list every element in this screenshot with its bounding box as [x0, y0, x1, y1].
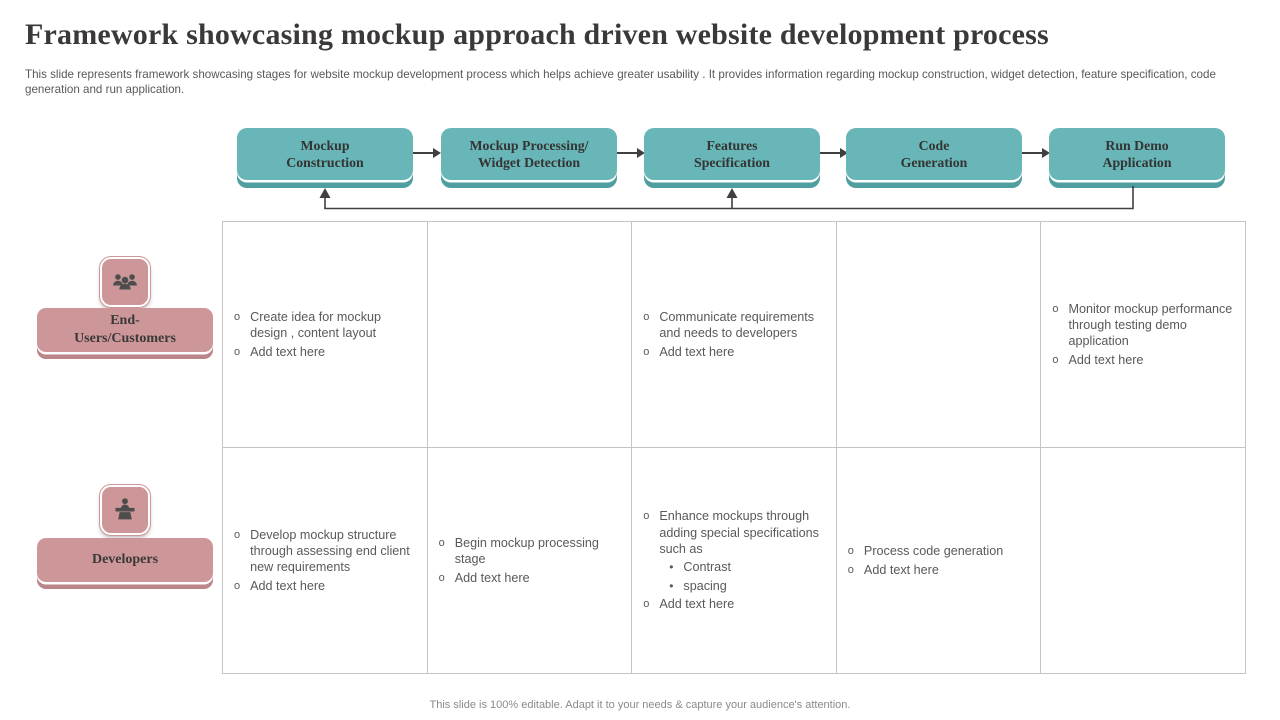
bullet-item: o Monitor mockup performance through test… [1052, 301, 1235, 350]
bullet-marker: o [234, 528, 241, 541]
flow-arrow-icon [1022, 148, 1050, 158]
bullet-marker: o [643, 598, 650, 611]
bullet-item: o Communicate requirements and needs to d… [643, 309, 826, 342]
sub-bullet-text: spacing [683, 578, 727, 593]
bullet-item: o Add text here [1052, 352, 1235, 369]
bullet-item: o Add text here [234, 578, 417, 595]
bullet-marker: o [438, 536, 445, 549]
bullet-marker: o [1052, 302, 1059, 315]
bullet-marker: o [1052, 353, 1059, 366]
page-title: Framework showcasing mockup approach dri… [25, 18, 1049, 51]
matrix-cell-r1-c4 [835, 221, 1041, 447]
bullet-text: Begin mockup processing stage [454, 535, 599, 567]
bullet-text: Create idea for mockup design , content … [250, 309, 382, 341]
stage-box-5: Run Demo Application [1049, 128, 1225, 180]
bullet-text: Add text here [1068, 352, 1144, 367]
sub-bullet-item: • Contrast [669, 559, 826, 575]
bullet-item: o Add text here [643, 344, 826, 361]
matrix-cell-r1-c1: o Create idea for mockup design , content… [222, 221, 427, 447]
bullet-marker: o [438, 571, 445, 584]
slide-description: This slide represents framework showcasi… [25, 68, 1216, 96]
bullet-marker: o [234, 310, 241, 323]
bullet-item: o Process code generation [848, 543, 1003, 560]
flow-arrow-icon [820, 148, 848, 158]
bullet-text: Process code generation [863, 544, 1004, 558]
bullet-text: Add text here [863, 562, 939, 577]
bullet-text: Add text here [659, 597, 735, 612]
bullet-item: o Add text here [848, 562, 1003, 579]
bullet-marker: o [643, 510, 650, 523]
bullet-text: Add text here [454, 570, 530, 585]
matrix-cell-r2-c5 [1040, 447, 1245, 673]
bullet-marker: o [643, 345, 650, 358]
bullet-text: Enhance mockups through adding special s… [659, 509, 819, 557]
bullet-text: Monitor mockup performance through testi… [1068, 301, 1233, 349]
bullet-text: Add text here [250, 344, 326, 359]
bullet-text: Add text here [250, 578, 326, 593]
bullet-marker: o [643, 310, 650, 323]
bullet-marker: o [847, 563, 854, 576]
developer-desk-icon [100, 485, 150, 535]
matrix-cell-r1-c3: o Communicate requirements and needs to d… [631, 221, 836, 447]
stage-box-4: Code Generation [846, 128, 1022, 180]
users-group-icon [100, 257, 150, 307]
bullet-item: o Enhance mockups through adding special … [643, 508, 826, 557]
sub-bullet-marker: • [669, 560, 674, 575]
users-group-glyph [113, 274, 137, 290]
bullet-item: o Add text here [643, 596, 826, 613]
bullet-marker: o [234, 579, 241, 592]
row-label-end-users: End- Users/Customers [37, 308, 213, 353]
stage-box-2: Mockup Processing/ Widget Detection [441, 128, 617, 180]
bullet-item: o Add text here [439, 570, 622, 587]
bullet-marker: o [847, 545, 854, 557]
bullet-item: o Add text here [234, 344, 417, 361]
stage-box-1: Mockup Construction [237, 128, 413, 180]
sub-bullet-text: Contrast [683, 560, 731, 575]
stage-box-3: Features Specification [644, 128, 820, 180]
developer-desk-glyph [115, 498, 135, 520]
matrix-cell-r2-c1: o Develop mockup structure through assess… [222, 447, 427, 673]
bullet-item: o Develop mockup structure through assess… [234, 527, 417, 576]
sub-bullet-marker: • [669, 578, 674, 593]
bullet-item: o Begin mockup processing stage [439, 535, 622, 568]
sub-bullet-item: • spacing [669, 578, 826, 594]
flow-arrow-icon [413, 148, 441, 158]
matrix-cell-r2-c3: o Enhance mockups through adding special … [631, 447, 836, 673]
matrix-cell-r1-c5: o Monitor mockup performance through test… [1040, 221, 1245, 447]
bullet-text: Develop mockup structure through assessi… [250, 527, 410, 575]
row-label-developers: Developers [37, 538, 213, 582]
bullet-text: Communicate requirements and needs to de… [659, 309, 814, 341]
bullet-text: Add text here [659, 344, 735, 359]
bullet-marker: o [234, 345, 241, 358]
matrix-cell-r1-c2 [426, 221, 632, 447]
flow-arrow-icon [617, 148, 645, 158]
bullet-item: o Create idea for mockup design , content… [234, 309, 417, 342]
footer-note: This slide is 100% editable. Adapt it to… [429, 699, 851, 711]
